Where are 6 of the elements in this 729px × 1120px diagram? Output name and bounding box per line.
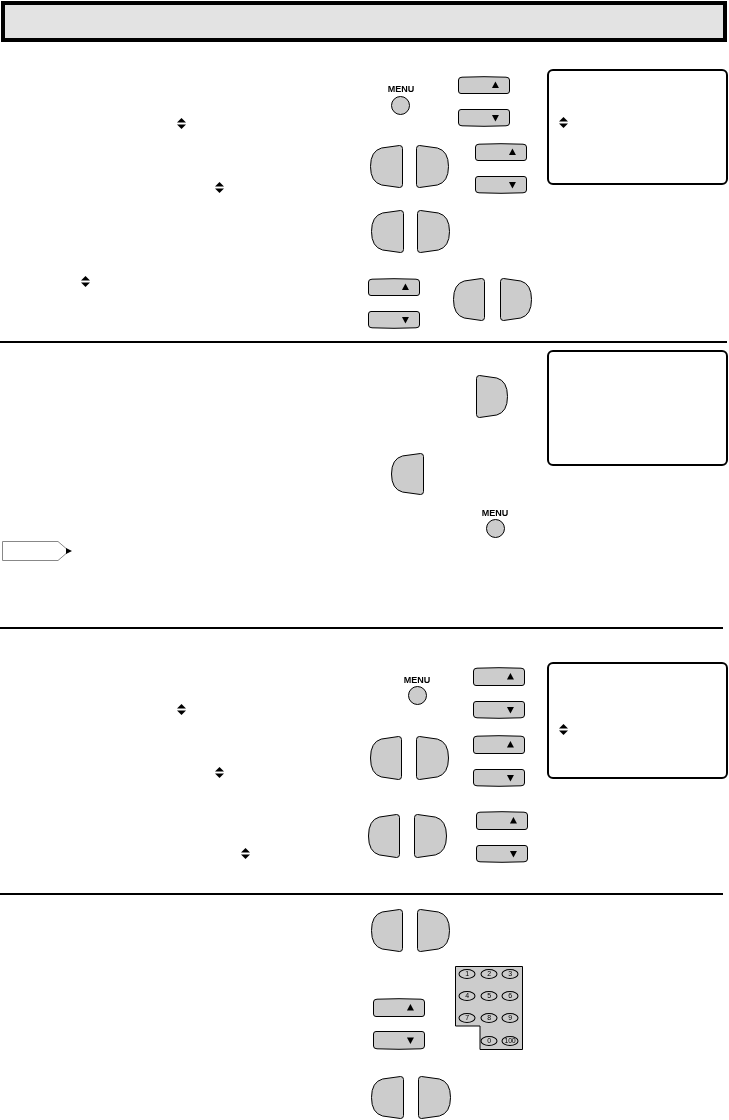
key-label: MENU [403,675,431,685]
screen-display [547,350,728,466]
screen-display [547,69,728,185]
screen-display [547,662,728,779]
key-label: MENU [387,84,415,94]
key-label: MENU [481,508,509,518]
